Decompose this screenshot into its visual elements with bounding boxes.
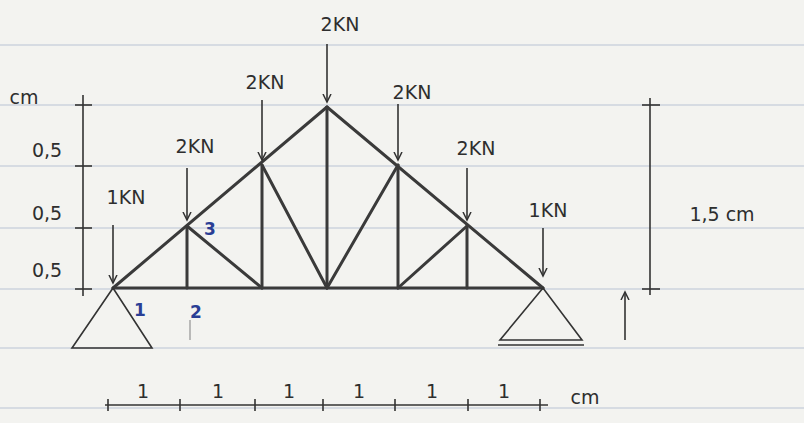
- dimension-label: 1: [212, 382, 224, 401]
- joint-number: 3: [204, 221, 216, 238]
- dimension-label: cm: [571, 388, 600, 407]
- dimension-label: 1: [283, 382, 295, 401]
- dimension-label: 2KN: [393, 83, 432, 102]
- dimension-label: 2KN: [321, 15, 360, 34]
- dimension-label: 1KN: [529, 201, 568, 220]
- dimension-label: 1,5 cm: [689, 205, 754, 224]
- dimension-label: 2KN: [246, 73, 285, 92]
- dimension-label: 1: [498, 382, 510, 401]
- dimension-label: cm: [10, 88, 39, 107]
- dimension-label: 0,5: [32, 204, 62, 223]
- dimension-label: 1: [426, 382, 438, 401]
- dimension-label: 2KN: [176, 137, 215, 156]
- dimension-label: 2KN: [457, 139, 496, 158]
- joint-number: 1: [134, 302, 146, 319]
- dimension-label: 1: [137, 382, 149, 401]
- dimension-label: 0,5: [32, 141, 62, 160]
- dimension-label: 0,5: [32, 261, 62, 280]
- dimension-label: 1KN: [107, 188, 146, 207]
- dimension-label: 1: [353, 382, 365, 401]
- joint-number: 2: [190, 304, 202, 321]
